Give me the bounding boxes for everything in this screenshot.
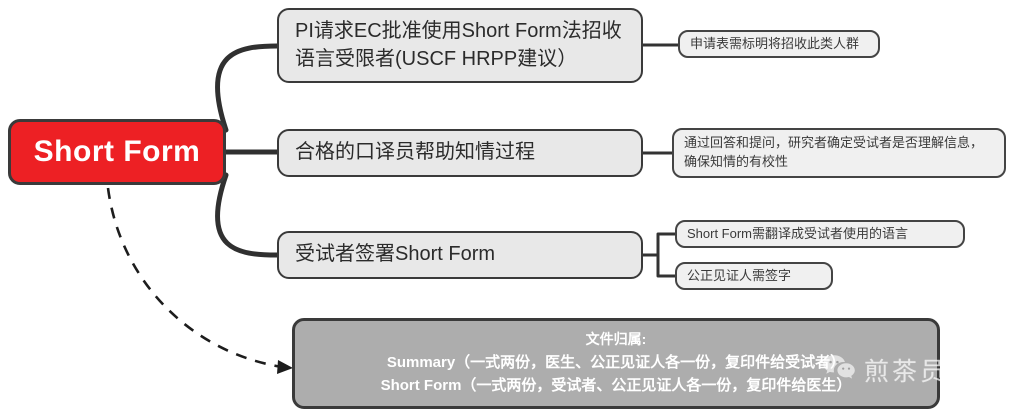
summary-line-title: 文件归属:: [585, 331, 647, 348]
connector-root-to-branch-3: [214, 172, 280, 258]
note-node-1[interactable]: 申请表需标明将招收此类人群: [678, 30, 880, 58]
branch-node-2-label: 合格的口译员帮助知情过程: [295, 141, 535, 164]
note-node-4-label: 公正见证人需签字: [687, 267, 792, 283]
branch-node-1[interactable]: PI请求EC批准使用Short Form法招收语言受限者(USCF HRPP建议…: [277, 8, 643, 83]
connector-branch-3-to-notes: [641, 232, 677, 278]
root-node-label: Short Form: [33, 135, 201, 168]
branch-node-3[interactable]: 受试者签署Short Form: [277, 231, 643, 279]
branch-node-1-label: PI请求EC批准使用Short Form法招收语言受限者(USCF HRPP建议…: [295, 19, 622, 70]
branch-node-3-label: 受试者签署Short Form: [295, 243, 496, 266]
summary-line-short-form: Short Form（一式两份，受试者、公正见证人各一份，复印件给医生）: [380, 377, 852, 395]
arrowhead-summary: [277, 360, 293, 374]
summary-line-summary: Summary（一式两份，医生、公正见证人各一份，复印件给受试者）: [386, 354, 846, 372]
note-node-4[interactable]: 公正见证人需签字: [675, 262, 833, 290]
connector-root-to-summary-dashed: [106, 187, 283, 369]
note-node-2-label: 通过回答和提问，研究者确定受试者是否理解信息，确保知情的有校性: [684, 135, 984, 169]
branch-node-2[interactable]: 合格的口译员帮助知情过程: [277, 129, 643, 177]
note-node-3[interactable]: Short Form需翻译成受试者使用的语言: [675, 220, 965, 248]
connector-root-to-branch-1: [214, 43, 280, 133]
note-node-1-label: 申请表需标明将招收此类人群: [690, 35, 860, 51]
summary-box[interactable]: 文件归属: Summary（一式两份，医生、公正见证人各一份，复印件给受试者） …: [292, 318, 940, 409]
note-node-3-label: Short Form需翻译成受试者使用的语言: [687, 225, 909, 241]
note-node-2[interactable]: 通过回答和提问，研究者确定受试者是否理解信息，确保知情的有校性: [672, 128, 1006, 178]
root-node-short-form[interactable]: Short Form: [8, 119, 226, 185]
